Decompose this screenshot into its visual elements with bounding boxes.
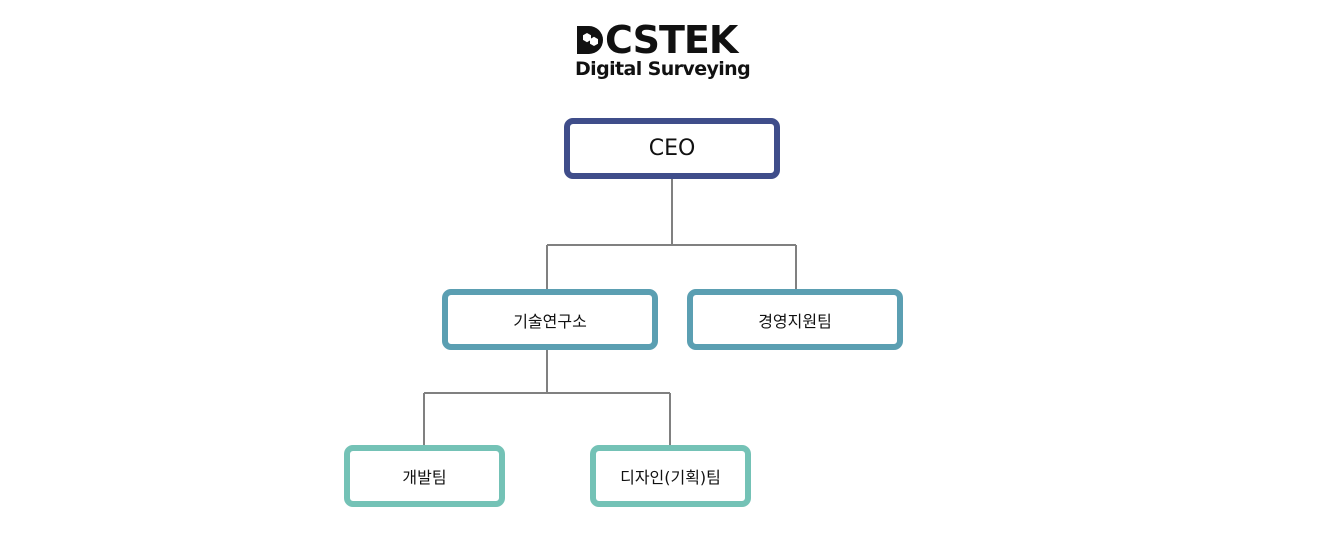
node-ceo-label: CEO (648, 136, 696, 161)
logo-brand-text: CSTEK (605, 18, 738, 62)
node-research-lab-label: 기술연구소 (513, 311, 587, 331)
node-ceo: CEO (564, 118, 780, 179)
node-management-support: 경영지원팀 (687, 289, 903, 350)
node-design-team-label: 디자인(기획)팀 (620, 468, 721, 487)
logo-tagline: Digital Surveying (575, 58, 751, 80)
node-management-support-label: 경영지원팀 (758, 311, 832, 331)
node-design-team: 디자인(기획)팀 (590, 445, 751, 507)
node-research-lab: 기술연구소 (442, 289, 658, 350)
node-development-team: 개발팀 (344, 445, 505, 507)
company-logo: CSTEK Digital Surveying (575, 18, 775, 82)
logo-main: CSTEK (575, 18, 738, 62)
hexagon-d-logo-icon (577, 26, 603, 54)
node-development-team-label: 개발팀 (402, 468, 447, 487)
